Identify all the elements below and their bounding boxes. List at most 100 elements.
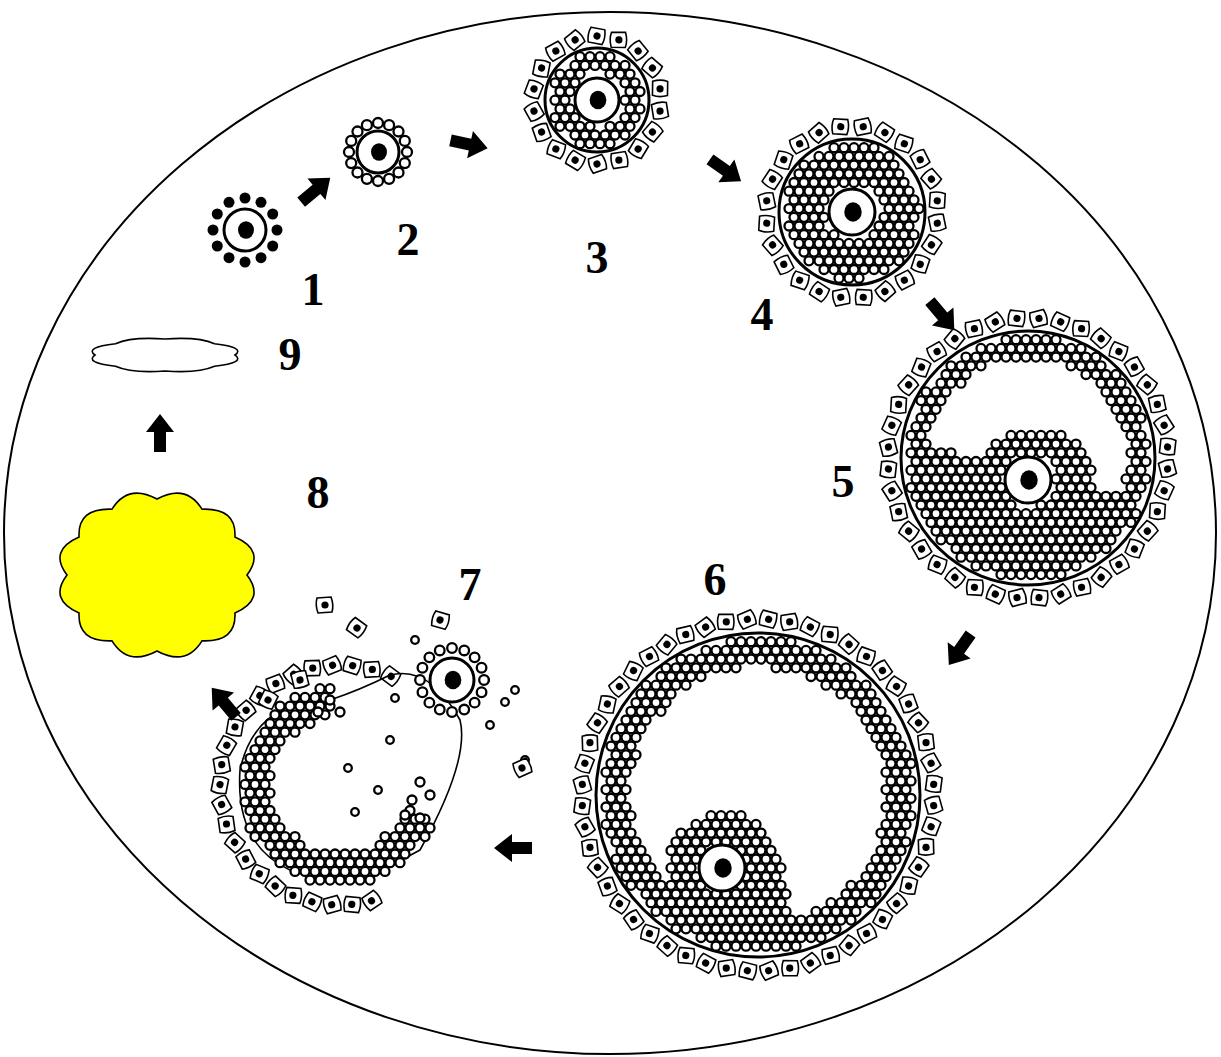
granulosa-cell bbox=[657, 881, 666, 890]
granulosa-cell bbox=[256, 736, 265, 745]
granulosa-cell bbox=[251, 815, 260, 824]
granulosa-cell bbox=[1127, 501, 1136, 510]
granulosa-cell bbox=[622, 855, 631, 864]
theca-cell bbox=[622, 660, 644, 682]
granulosa-cell bbox=[992, 509, 1001, 518]
oocyte-nucleus bbox=[1020, 470, 1037, 489]
granulosa-cell bbox=[1082, 509, 1091, 518]
granulosa-cell bbox=[576, 139, 585, 148]
granulosa-cell bbox=[957, 518, 966, 527]
granulosa-cell bbox=[1107, 518, 1116, 527]
granulosa-cell bbox=[622, 837, 631, 846]
granulosa-cell bbox=[890, 230, 899, 239]
theca-cell bbox=[586, 26, 606, 46]
granulosa-cell bbox=[373, 176, 383, 186]
granulosa-cell bbox=[561, 113, 570, 122]
granulosa-cell bbox=[459, 646, 469, 656]
granulosa-cell bbox=[795, 222, 804, 231]
granulosa-cell bbox=[657, 707, 666, 716]
granulosa-cell bbox=[687, 655, 696, 664]
theca-cell bbox=[1072, 320, 1091, 338]
granulosa-cell bbox=[356, 876, 365, 885]
granulosa-cell bbox=[727, 916, 736, 925]
granulosa-cell bbox=[631, 96, 640, 105]
granulosa-cell bbox=[830, 143, 839, 152]
granulosa-cell bbox=[877, 829, 886, 838]
granulosa-cell bbox=[972, 509, 981, 518]
granulosa-cell bbox=[1007, 448, 1016, 457]
granulosa-cell bbox=[885, 256, 894, 265]
granulosa-cell bbox=[752, 872, 761, 881]
granulosa-cell bbox=[917, 483, 926, 492]
theca-cell bbox=[773, 149, 794, 170]
granulosa-cell bbox=[606, 70, 615, 79]
granulosa-cell bbox=[747, 933, 756, 942]
granulosa-cell bbox=[867, 881, 876, 890]
granulosa-cell bbox=[910, 230, 919, 239]
granulosa-cell bbox=[246, 789, 255, 798]
granulosa-cell bbox=[962, 544, 971, 553]
granulosa-cell bbox=[591, 61, 600, 70]
granulosa-cell bbox=[627, 724, 636, 733]
granulosa-cell bbox=[1107, 501, 1116, 510]
granulosa-cell bbox=[647, 881, 656, 890]
granulosa-cell bbox=[1112, 492, 1121, 501]
granulosa-cell bbox=[1027, 535, 1036, 544]
granulosa-cell bbox=[556, 70, 565, 79]
granulosa-cell bbox=[787, 655, 796, 664]
granulosa-cell bbox=[1117, 518, 1126, 527]
stage-arrow bbox=[201, 679, 247, 726]
granulosa-cell bbox=[281, 832, 290, 841]
granulosa-cell bbox=[982, 544, 991, 553]
granulosa-cell bbox=[732, 837, 741, 846]
granulosa-cell bbox=[396, 841, 405, 850]
granulosa-cell bbox=[952, 474, 961, 483]
granulosa-cell bbox=[374, 786, 382, 794]
granulosa-cell bbox=[747, 881, 756, 890]
granulosa-cell bbox=[967, 518, 976, 527]
granulosa-cell bbox=[647, 707, 656, 716]
granulosa-cell bbox=[281, 710, 290, 719]
granulosa-cell bbox=[907, 794, 916, 803]
theca-cell bbox=[894, 269, 915, 290]
granulosa-cell bbox=[885, 169, 894, 178]
granulosa-cell bbox=[1062, 544, 1071, 553]
granulosa-cell bbox=[346, 858, 355, 867]
granulosa-cell bbox=[1047, 448, 1056, 457]
granulosa-cell bbox=[266, 771, 275, 780]
granulosa-cell bbox=[900, 213, 909, 222]
theca-cell bbox=[854, 288, 873, 306]
granulosa-cell bbox=[1082, 527, 1091, 536]
granulosa-cell bbox=[266, 736, 275, 745]
theca-cell bbox=[927, 554, 949, 576]
theca-cell bbox=[316, 597, 333, 613]
theca-cell bbox=[928, 191, 946, 210]
granulosa-cell bbox=[402, 147, 412, 157]
basement-membrane bbox=[596, 633, 920, 957]
granulosa-cell bbox=[850, 178, 859, 187]
granulosa-cell bbox=[266, 806, 275, 815]
granulosa-cell bbox=[682, 872, 691, 881]
granulosa-cell bbox=[271, 745, 280, 754]
theca-cell bbox=[789, 270, 810, 291]
theca-cell bbox=[284, 886, 303, 904]
granulosa-cell bbox=[882, 837, 891, 846]
theca-cell bbox=[1008, 588, 1027, 607]
granulosa-cell bbox=[391, 832, 400, 841]
theca-cell bbox=[897, 520, 920, 543]
granulosa-cell bbox=[837, 916, 846, 925]
granulosa-cell bbox=[877, 742, 886, 751]
theca-cell bbox=[1089, 327, 1112, 350]
theca-cell bbox=[799, 616, 822, 638]
granulosa-cell bbox=[652, 907, 661, 916]
granulosa-cell bbox=[1092, 544, 1101, 553]
granulosa-cell bbox=[1142, 457, 1151, 466]
granulosa-cell bbox=[850, 265, 859, 274]
granulosa-cell bbox=[677, 881, 686, 890]
granulosa-cell bbox=[657, 898, 666, 907]
granulosa-cell bbox=[890, 178, 899, 187]
granulosa-cell bbox=[551, 96, 560, 105]
granulosa-cell bbox=[837, 689, 846, 698]
granulosa-cell bbox=[787, 933, 796, 942]
granulosa-cell bbox=[687, 672, 696, 681]
